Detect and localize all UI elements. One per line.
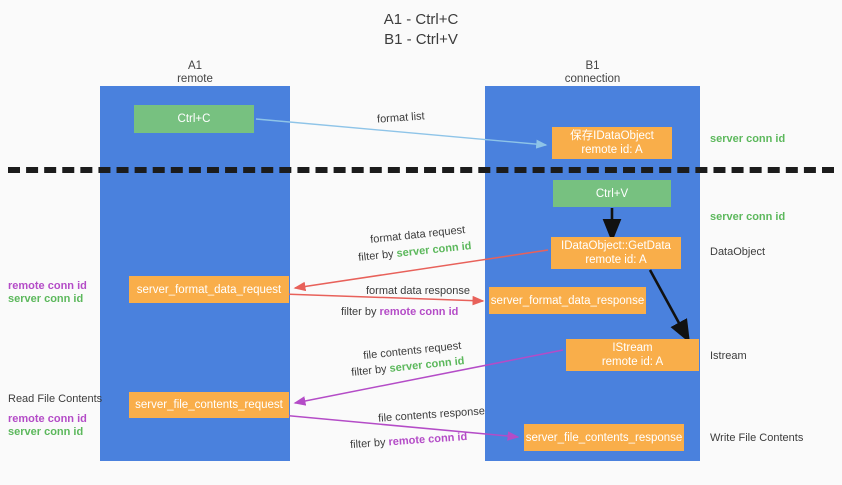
node-ctrl-v[interactable]: Ctrl+V: [553, 180, 671, 207]
node-file-contents-response-label: server_file_contents_response: [525, 431, 683, 444]
node-ctrl-c-label: Ctrl+C: [177, 113, 211, 125]
annotation-remote-conn-id-bottom: remote conn id: [8, 413, 87, 425]
wire-label-format-data-response-filter: filter by remote conn id: [341, 305, 458, 319]
phase-divider-line: [8, 167, 834, 173]
annotation-remote-conn-id-mid: remote conn id: [8, 280, 87, 292]
node-file-contents-request-label: server_file_contents_request: [135, 399, 283, 411]
node-istream-label: IStream: [612, 342, 653, 354]
wire-label-file-contents-response: file contents response: [377, 405, 486, 425]
node-getdata-remote-id: remote id: A: [585, 254, 647, 266]
node-idataobject[interactable]: 保存IDataObject remote id: A: [552, 127, 672, 159]
filter-prefix: filter by: [349, 436, 389, 452]
diagram-title: A1 - Ctrl+C B1 - Ctrl+V: [0, 10, 842, 50]
filter-prefix: filter by: [341, 306, 380, 318]
filter-prefix: filter by: [350, 362, 391, 379]
annotation-server-conn-id-mid: server conn id: [710, 211, 786, 223]
lane-b1-subtitle: connection: [564, 73, 621, 85]
wire-label-file-contents-response-filter: filter by remote conn id: [350, 430, 468, 452]
lane-a1-title: A1: [187, 60, 203, 72]
node-format-data-request-label: server_format_data_request: [136, 283, 282, 296]
annotation-server-conn-id-top: server conn id: [710, 133, 786, 145]
title-line-2: B1 - Ctrl+V: [384, 31, 458, 48]
lane-header-b1: B1 connection: [485, 60, 700, 86]
wire-label-format-data-response: format data response: [366, 285, 470, 297]
node-getdata-label: IDataObject::GetData: [561, 240, 671, 252]
annotation-write-file-contents: Write File Contents: [710, 432, 804, 444]
annotation-istream: Istream: [710, 350, 747, 362]
filter-value-remote-conn-id: remote conn id: [379, 306, 459, 318]
node-format-data-response-label: server_format_data_response: [490, 294, 645, 307]
filter-prefix: filter by: [357, 247, 398, 264]
node-server-format-data-response[interactable]: server_format_data_response: [489, 287, 646, 314]
node-idataobject-remote-id: remote id: A: [581, 144, 643, 156]
lane-a1-subtitle: remote: [177, 73, 213, 85]
node-ctrl-v-label: Ctrl+V: [595, 187, 629, 200]
lane-header-a1: A1 remote: [100, 60, 290, 86]
annotation-server-conn-id-bottom: server conn id: [8, 426, 84, 438]
lane-b1-title: B1: [585, 60, 600, 72]
title-line-1: A1 - Ctrl+C: [383, 11, 459, 28]
wire-label-format-list: format list: [376, 110, 426, 126]
node-idataobject-getdata[interactable]: IDataObject::GetData remote id: A: [551, 237, 681, 269]
node-server-format-data-request[interactable]: server_format_data_request: [129, 276, 289, 303]
node-idataobject-label: 保存IDataObject: [570, 130, 654, 142]
node-ctrl-c[interactable]: Ctrl+C: [134, 105, 254, 133]
node-server-file-contents-request[interactable]: server_file_contents_request: [129, 392, 289, 418]
annotation-read-file-contents: Read File Contents: [8, 393, 103, 405]
annotation-server-conn-id-left-mid: server conn id: [8, 293, 84, 305]
node-server-file-contents-response[interactable]: server_file_contents_response: [524, 424, 684, 451]
annotation-dataobject: DataObject: [710, 246, 766, 258]
node-istream[interactable]: IStream remote id: A: [566, 339, 699, 371]
node-istream-remote-id: remote id: A: [601, 356, 664, 368]
filter-value-remote-conn-id: remote conn id: [388, 430, 468, 449]
